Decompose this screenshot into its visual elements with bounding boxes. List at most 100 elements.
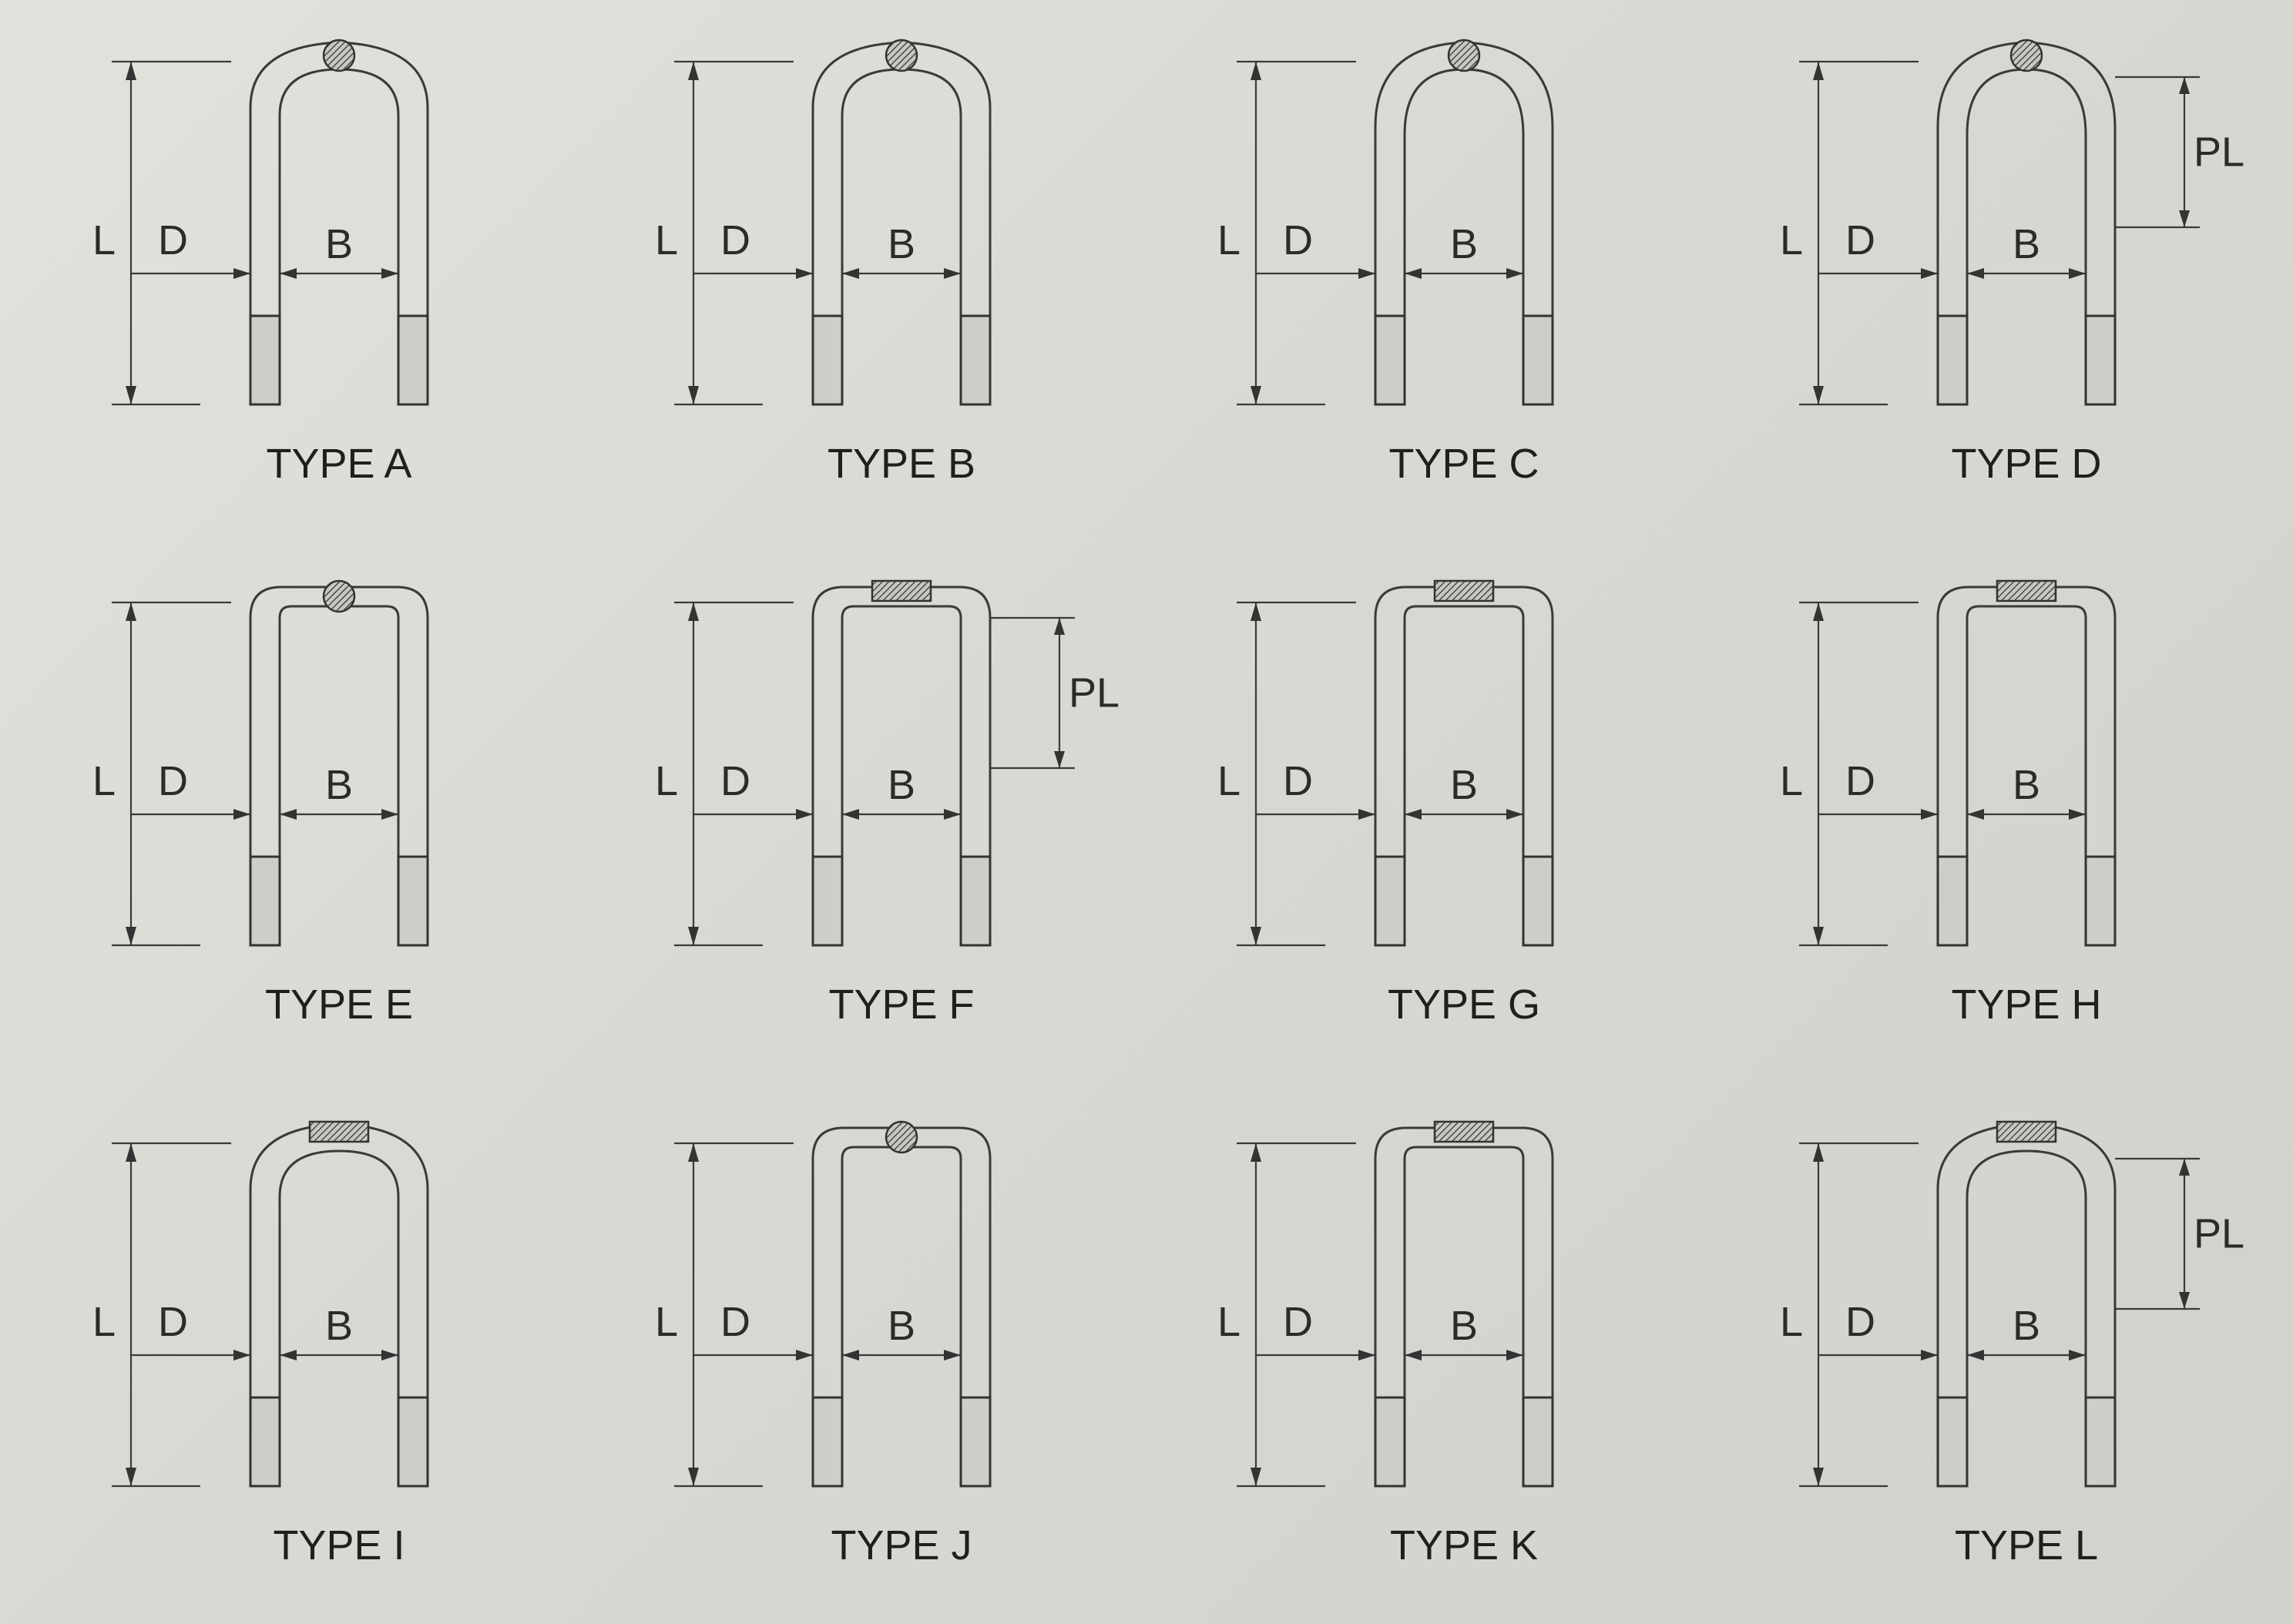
type-caption: TYPE B [828,441,975,487]
left-thread [1936,1396,1969,1488]
d-label: D [720,1299,750,1345]
flat-section-mark [1996,579,2057,602]
left-thread [1374,855,1406,947]
b-label: B [2013,762,2040,808]
d-label: D [158,217,188,263]
type-caption: TYPE G [1388,981,1540,1028]
l-label: L [655,217,678,263]
round-section-mark [2009,39,2043,72]
type-caption: TYPE H [1951,981,2101,1028]
l-label: L [92,1299,116,1345]
d-label: D [1845,1299,1875,1345]
pl-label: PL [2194,129,2244,176]
left-thread [1374,314,1406,406]
l-label: L [655,1299,678,1345]
type-caption: TYPE A [266,441,411,487]
u-bolt-outline [249,1122,429,1398]
type-caption: TYPE E [265,981,413,1028]
left-thread [1936,314,1969,406]
left-thread [249,855,281,947]
b-label: B [1450,762,1478,808]
left-thread [811,1396,844,1488]
l-label: L [1780,1299,1803,1345]
flat-section-mark [1433,579,1495,602]
l-label: L [92,217,116,263]
right-thread [2084,314,2117,406]
u-bolt-outline [1936,586,2117,857]
d-label: D [1283,1299,1313,1345]
type-caption: TYPE I [273,1522,405,1569]
type-caption: TYPE L [1955,1522,2098,1569]
d-label: D [158,1299,188,1345]
round-section-mark [322,39,356,72]
round-section-mark [885,39,918,72]
right-thread [1522,1396,1554,1488]
l-label: L [1217,758,1241,804]
type-caption: TYPE C [1388,441,1539,487]
round-section-mark [885,1120,918,1154]
round-section-mark [1447,39,1481,72]
d-label: D [720,217,750,263]
right-thread [2084,1396,2117,1488]
b-label: B [1450,1303,1478,1349]
u-bolt-outline [811,1126,992,1398]
l-label: L [1780,217,1803,263]
b-label: B [325,762,353,808]
b-label: B [888,221,915,267]
right-thread [959,314,992,406]
left-thread [249,314,281,406]
u-bolt-outline [249,41,429,316]
u-bolt-outline [811,586,992,857]
d-label: D [158,758,188,804]
round-section-mark [322,579,356,613]
left-thread [1374,1396,1406,1488]
b-label: B [325,1303,353,1349]
l-label: L [92,758,116,804]
right-thread [1522,855,1554,947]
d-label: D [1845,217,1875,263]
l-label: L [1780,758,1803,804]
b-label: B [1450,221,1478,267]
type-caption: TYPE K [1390,1522,1538,1569]
right-thread [2084,855,2117,947]
u-bolt-outline [1374,586,1554,857]
right-thread [959,1396,992,1488]
u-bolt-outline [1374,41,1554,316]
u-bolt-outline [249,586,429,857]
type-caption: TYPE D [1951,441,2101,487]
u-bolt-outline [1936,41,2117,316]
left-thread [249,1396,281,1488]
u-bolt-outline [1936,1122,2117,1398]
d-label: D [1845,758,1875,804]
type-caption: TYPE F [828,981,974,1028]
right-thread [1522,314,1554,406]
b-label: B [2013,221,2040,267]
pl-label: PL [2194,1211,2244,1257]
left-thread [1936,855,1969,947]
b-label: B [888,762,915,808]
right-thread [397,855,429,947]
flat-section-mark [1996,1120,2057,1143]
pl-label: PL [1069,670,1120,716]
u-bolt-outline [811,41,992,316]
